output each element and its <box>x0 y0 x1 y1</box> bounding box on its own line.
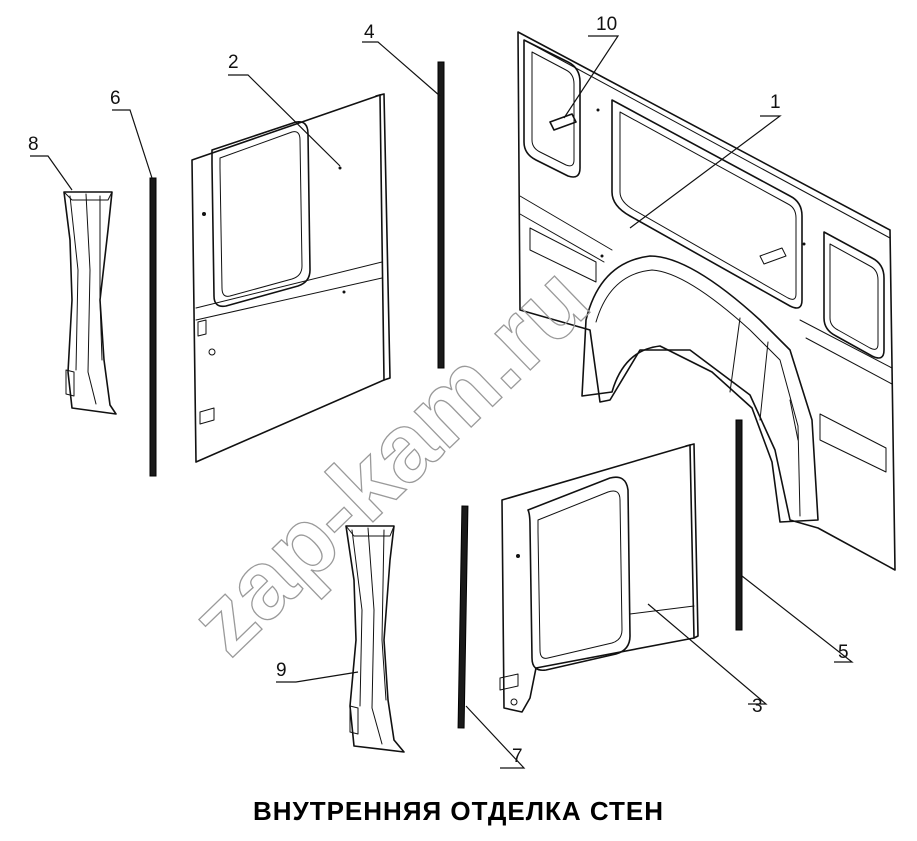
part-2-wall-panel <box>191 93 391 463</box>
callout-1: 1 <box>770 92 781 113</box>
part-9-pillar-trim <box>345 525 405 753</box>
callout-leaders <box>30 35 854 769</box>
callout-5: 5 <box>838 642 849 663</box>
watermark: zap-kam.ru <box>170 246 609 675</box>
part-5-seal-strip <box>735 419 743 631</box>
part-1-side-wall <box>517 31 896 571</box>
callout-6: 6 <box>110 88 121 109</box>
callout-10: 10 <box>596 14 617 35</box>
part-7-seal-strip <box>457 505 469 729</box>
part-6-seal-strip <box>149 177 157 477</box>
diagram-caption: ВНУТРЕННЯЯ ОТДЕЛКА СТЕН <box>252 796 664 826</box>
callout-4: 4 <box>364 22 375 43</box>
part-3-wall-panel <box>499 443 699 713</box>
callout-9: 9 <box>276 660 287 681</box>
callout-3: 3 <box>752 696 763 717</box>
part-8-pillar-trim <box>63 191 117 415</box>
callout-8: 8 <box>28 134 39 155</box>
callout-2: 2 <box>228 52 239 73</box>
part-4-seal-strip <box>437 61 445 369</box>
callout-7: 7 <box>512 746 523 767</box>
